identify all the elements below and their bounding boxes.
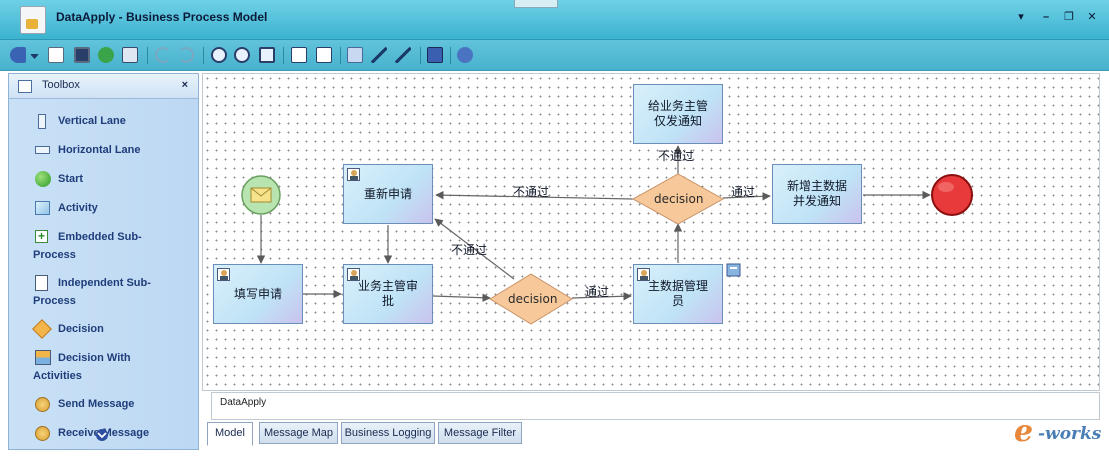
close-button[interactable]: ✕ <box>1087 11 1097 23</box>
app-icon <box>20 6 46 34</box>
end-event-icon[interactable] <box>931 174 973 216</box>
task-fill-application[interactable]: 填写申请 <box>213 264 303 324</box>
decision1-label: decision <box>508 292 558 306</box>
edge-label-reject: 不通过 <box>658 149 695 163</box>
refresh-icon[interactable] <box>98 47 114 63</box>
toolbar-separator <box>283 47 284 64</box>
user-task-icon <box>637 268 650 281</box>
tool-horizontal-lane[interactable]: Horizontal Lane <box>9 142 198 160</box>
tab-message-filter[interactable]: Message Filter <box>438 422 522 444</box>
tab-message-map[interactable]: Message Map <box>259 422 338 444</box>
decision-icon <box>32 319 52 339</box>
edge-label-pass: 通过 <box>585 285 610 299</box>
toolbox-header: Toolbox × <box>9 74 198 99</box>
start-event-icon[interactable] <box>241 175 281 215</box>
edge-label-pass: 通过 <box>731 185 756 199</box>
zoom-out-icon[interactable] <box>234 47 250 63</box>
connect-icon[interactable] <box>371 47 387 63</box>
task-notify-manager[interactable]: 给业务主管仅发通知 <box>633 84 723 144</box>
send-message-icon <box>35 397 50 412</box>
decision1-shape[interactable] <box>489 273 573 325</box>
properties-area[interactable]: DataApply <box>211 392 1100 420</box>
redo-icon[interactable] <box>178 47 194 63</box>
help-icon[interactable] <box>457 47 473 63</box>
minimize-button[interactable]: – <box>1042 11 1050 23</box>
user-task-icon <box>347 268 360 281</box>
toolbox-title: Toolbox <box>42 79 80 91</box>
toolbar-separator <box>450 47 451 64</box>
tab-model[interactable]: Model <box>207 422 253 446</box>
edge-label-reject: 不通过 <box>451 243 488 257</box>
decision2-label: decision <box>654 192 704 206</box>
tool-decision[interactable]: Decision <box>9 319 198 339</box>
tool-send-message[interactable]: Send Message <box>9 396 198 414</box>
new-icon[interactable] <box>48 47 64 63</box>
window-title: DataApply - Business Process Model <box>56 10 268 24</box>
receive-message-icon <box>35 426 50 441</box>
tab-business-logging[interactable]: Business Logging <box>341 422 435 444</box>
toolbar-separator <box>147 47 148 64</box>
user-task-icon <box>217 268 230 281</box>
independent-subprocess-icon <box>35 275 48 291</box>
toolbar-separator <box>203 47 204 64</box>
title-bar: DataApply - Business Process Model ▾ – ❐… <box>0 0 1109 40</box>
edge-approve-decision1 <box>432 293 491 302</box>
window-menu-button[interactable]: ▾ <box>1018 11 1024 23</box>
dropdown-icon[interactable] <box>30 54 39 59</box>
task-reapply[interactable]: 重新申请 <box>343 164 433 224</box>
copy-icon[interactable] <box>291 47 307 63</box>
toolbox-scroll-down-icon[interactable] <box>93 428 111 442</box>
tool-independent-subprocess[interactable]: Independent Sub- Process <box>33 275 151 307</box>
toolbar <box>0 40 1109 71</box>
paste-icon[interactable] <box>316 47 332 63</box>
properties-text: DataApply <box>220 397 267 408</box>
zoom-in-icon[interactable] <box>211 47 227 63</box>
eworks-logo: e -works <box>1014 414 1102 449</box>
edge-decision1-reapply <box>434 218 515 280</box>
info-icon[interactable] <box>427 47 443 63</box>
tool-activity[interactable]: Activity <box>9 200 198 218</box>
back-icon[interactable] <box>10 47 26 63</box>
embedded-subprocess-icon: + <box>35 230 48 243</box>
horizontal-lane-icon <box>35 146 50 154</box>
toolbox-icon <box>18 80 32 93</box>
align-icon[interactable] <box>395 47 411 63</box>
edge-decision2-reapply <box>435 190 634 200</box>
decision2-shape[interactable] <box>631 173 725 225</box>
decision-with-activities-icon <box>35 350 51 365</box>
tool-embedded-subprocess[interactable]: + Embedded Sub- Process <box>33 229 142 261</box>
start-icon <box>35 171 51 187</box>
edge-decision1-admin <box>571 292 632 301</box>
user-task-icon <box>347 168 360 181</box>
toolbox-close-button[interactable]: × <box>181 79 188 91</box>
restore-button[interactable]: ❐ <box>1064 11 1074 23</box>
task-new-master-notify[interactable]: 新增主数据并发通知 <box>772 164 862 224</box>
toolbar-separator <box>340 47 341 64</box>
edge-decision2-newmaster <box>722 192 771 201</box>
vertical-lane-icon <box>38 114 46 129</box>
connector-layer <box>241 145 973 325</box>
preview-icon[interactable] <box>122 47 138 63</box>
tool-decision-with-activities[interactable]: Decision With Activities <box>33 350 131 382</box>
zoom-fit-icon[interactable] <box>259 47 275 63</box>
tool-start[interactable]: Start <box>9 171 198 189</box>
task-data-admin[interactable]: 主数据管理员 <box>633 264 723 324</box>
pointer-icon[interactable] <box>347 47 363 63</box>
tool-vertical-lane[interactable]: Vertical Lane <box>9 113 198 131</box>
toolbox-panel: Toolbox × Vertical Lane Horizontal Lane … <box>8 73 199 450</box>
undo-icon[interactable] <box>155 47 171 63</box>
toolbar-separator <box>420 47 421 64</box>
title-notch <box>514 0 558 8</box>
save-icon[interactable] <box>74 47 90 63</box>
diagram-canvas[interactable]: 填写申请 重新申请 业务主管审批 主数据管理员 给业务主管仅发通知 新增主数据并… <box>202 73 1100 391</box>
task-manager-approve[interactable]: 业务主管审批 <box>343 264 433 324</box>
database-icon <box>726 263 741 277</box>
edge-label-reject: 不通过 <box>513 185 550 199</box>
activity-icon <box>35 201 50 215</box>
